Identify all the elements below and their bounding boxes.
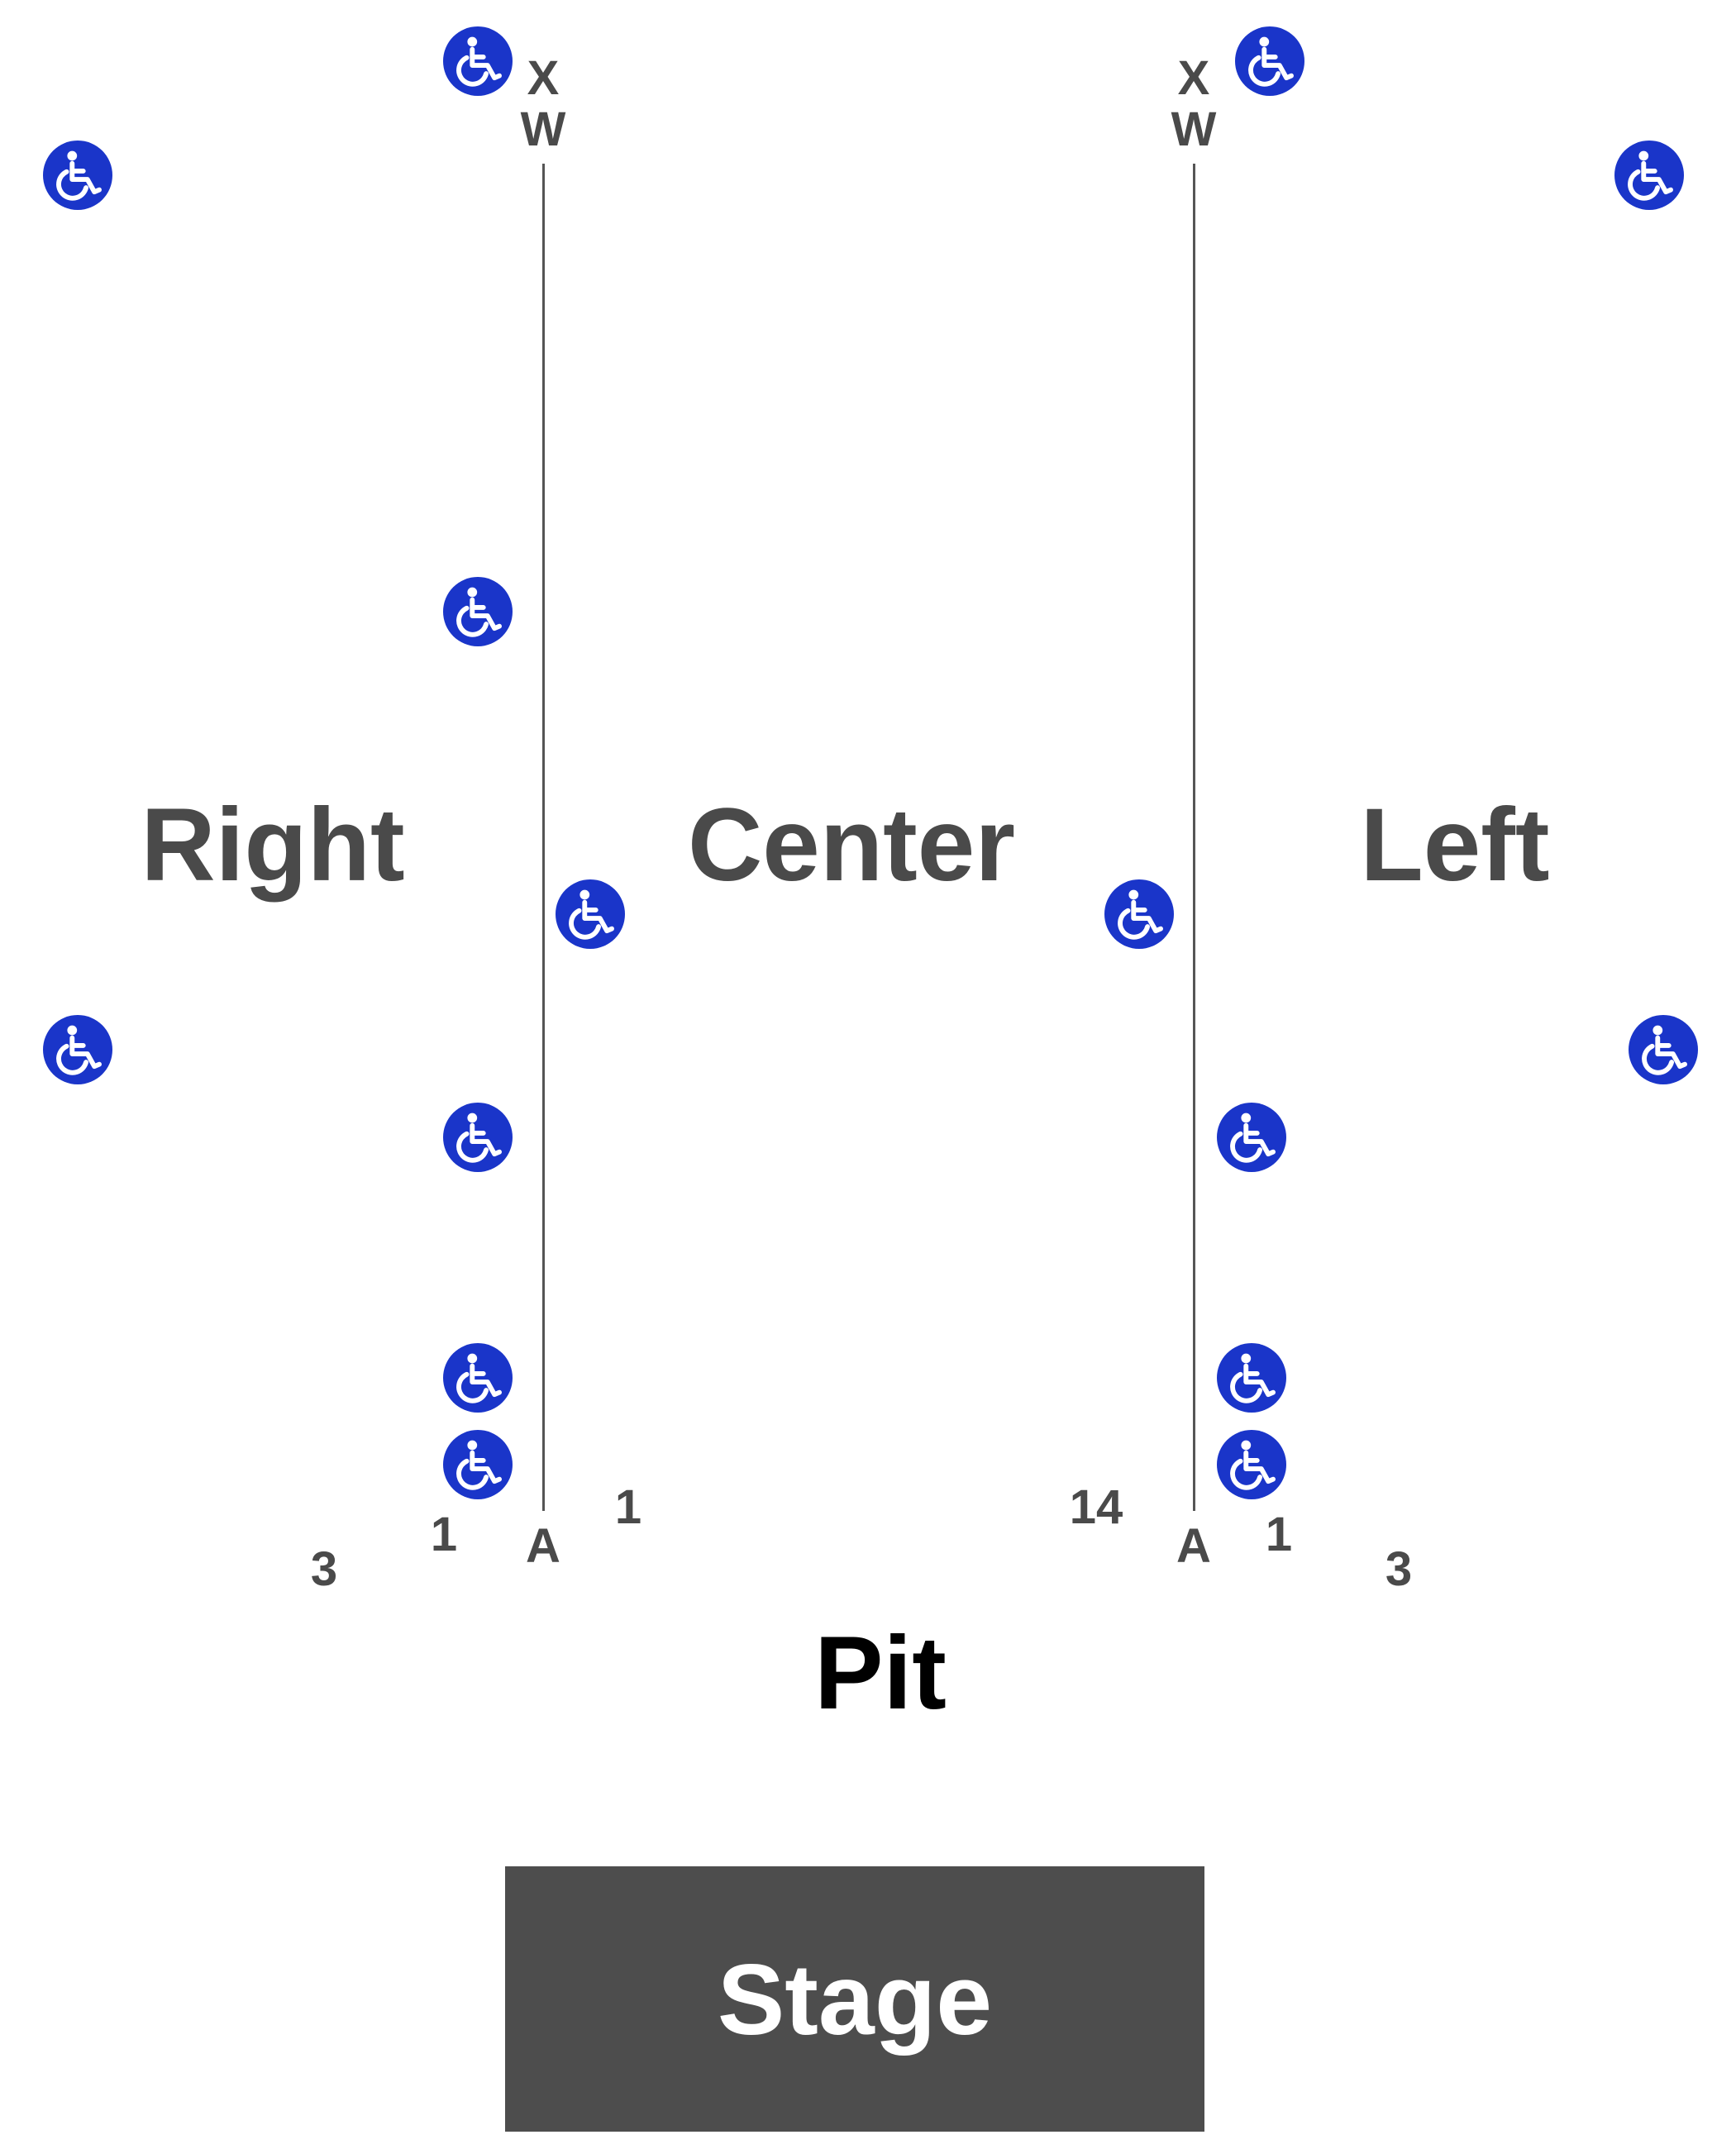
wheelchair-glyph (1230, 1113, 1276, 1163)
wheelchair-icon[interactable] (1614, 141, 1684, 210)
row-label-x: X (1177, 51, 1210, 105)
wheelchair-icon[interactable] (1217, 1103, 1286, 1172)
wheelchair-glyph (569, 889, 614, 940)
seat-number-right-outer: 3 (310, 1542, 338, 1596)
seat-number-left-inner: 1 (1265, 1508, 1293, 1561)
aisle-line-center-left (1193, 164, 1195, 1511)
wheelchair-glyph (456, 36, 502, 87)
stage: Stage (505, 1866, 1204, 2132)
wheelchair-glyph (1248, 36, 1294, 87)
wheelchair-glyph (1230, 1440, 1276, 1490)
wheelchair-glyph (56, 150, 102, 201)
wheelchair-icon[interactable] (43, 1015, 112, 1084)
seat-number-left-outer: 3 (1385, 1542, 1413, 1596)
wheelchair-glyph (456, 587, 502, 637)
row-label-w: W (520, 102, 566, 156)
wheelchair-glyph (456, 1353, 502, 1403)
wheelchair-icon[interactable] (1217, 1430, 1286, 1499)
wheelchair-icon[interactable] (556, 879, 625, 949)
aisle-line-right-center (542, 164, 545, 1511)
seat-number-center-last: 14 (1069, 1480, 1123, 1534)
wheelchair-glyph (456, 1440, 502, 1490)
section-pit[interactable]: Pit (814, 1616, 947, 1731)
wheelchair-icon[interactable] (443, 1103, 513, 1172)
wheelchair-icon[interactable] (1629, 1015, 1698, 1084)
seat-number-center-first: 1 (614, 1480, 642, 1534)
wheelchair-icon[interactable] (443, 577, 513, 646)
wheelchair-icon[interactable] (443, 1430, 513, 1499)
wheelchair-icon[interactable] (1235, 26, 1304, 96)
wheelchair-glyph (1628, 150, 1673, 201)
section-left[interactable]: Left (1360, 788, 1550, 903)
wheelchair-glyph (1642, 1025, 1687, 1075)
section-center[interactable]: Center (688, 788, 1015, 903)
wheelchair-glyph (56, 1025, 102, 1075)
row-label-x: X (527, 51, 560, 105)
section-right[interactable]: Right (141, 788, 405, 903)
wheelchair-glyph (1118, 889, 1163, 940)
wheelchair-glyph (456, 1113, 502, 1163)
wheelchair-icon[interactable] (443, 1343, 513, 1413)
wheelchair-glyph (1230, 1353, 1276, 1403)
wheelchair-icon[interactable] (443, 26, 513, 96)
row-label-a: A (526, 1519, 560, 1573)
wheelchair-icon[interactable] (1217, 1343, 1286, 1413)
row-label-w: W (1171, 102, 1217, 156)
wheelchair-icon[interactable] (1104, 879, 1174, 949)
stage-label: Stage (717, 1942, 993, 2056)
wheelchair-icon[interactable] (43, 141, 112, 210)
row-label-a: A (1176, 1519, 1211, 1573)
seat-number-right-inner: 1 (430, 1508, 458, 1561)
